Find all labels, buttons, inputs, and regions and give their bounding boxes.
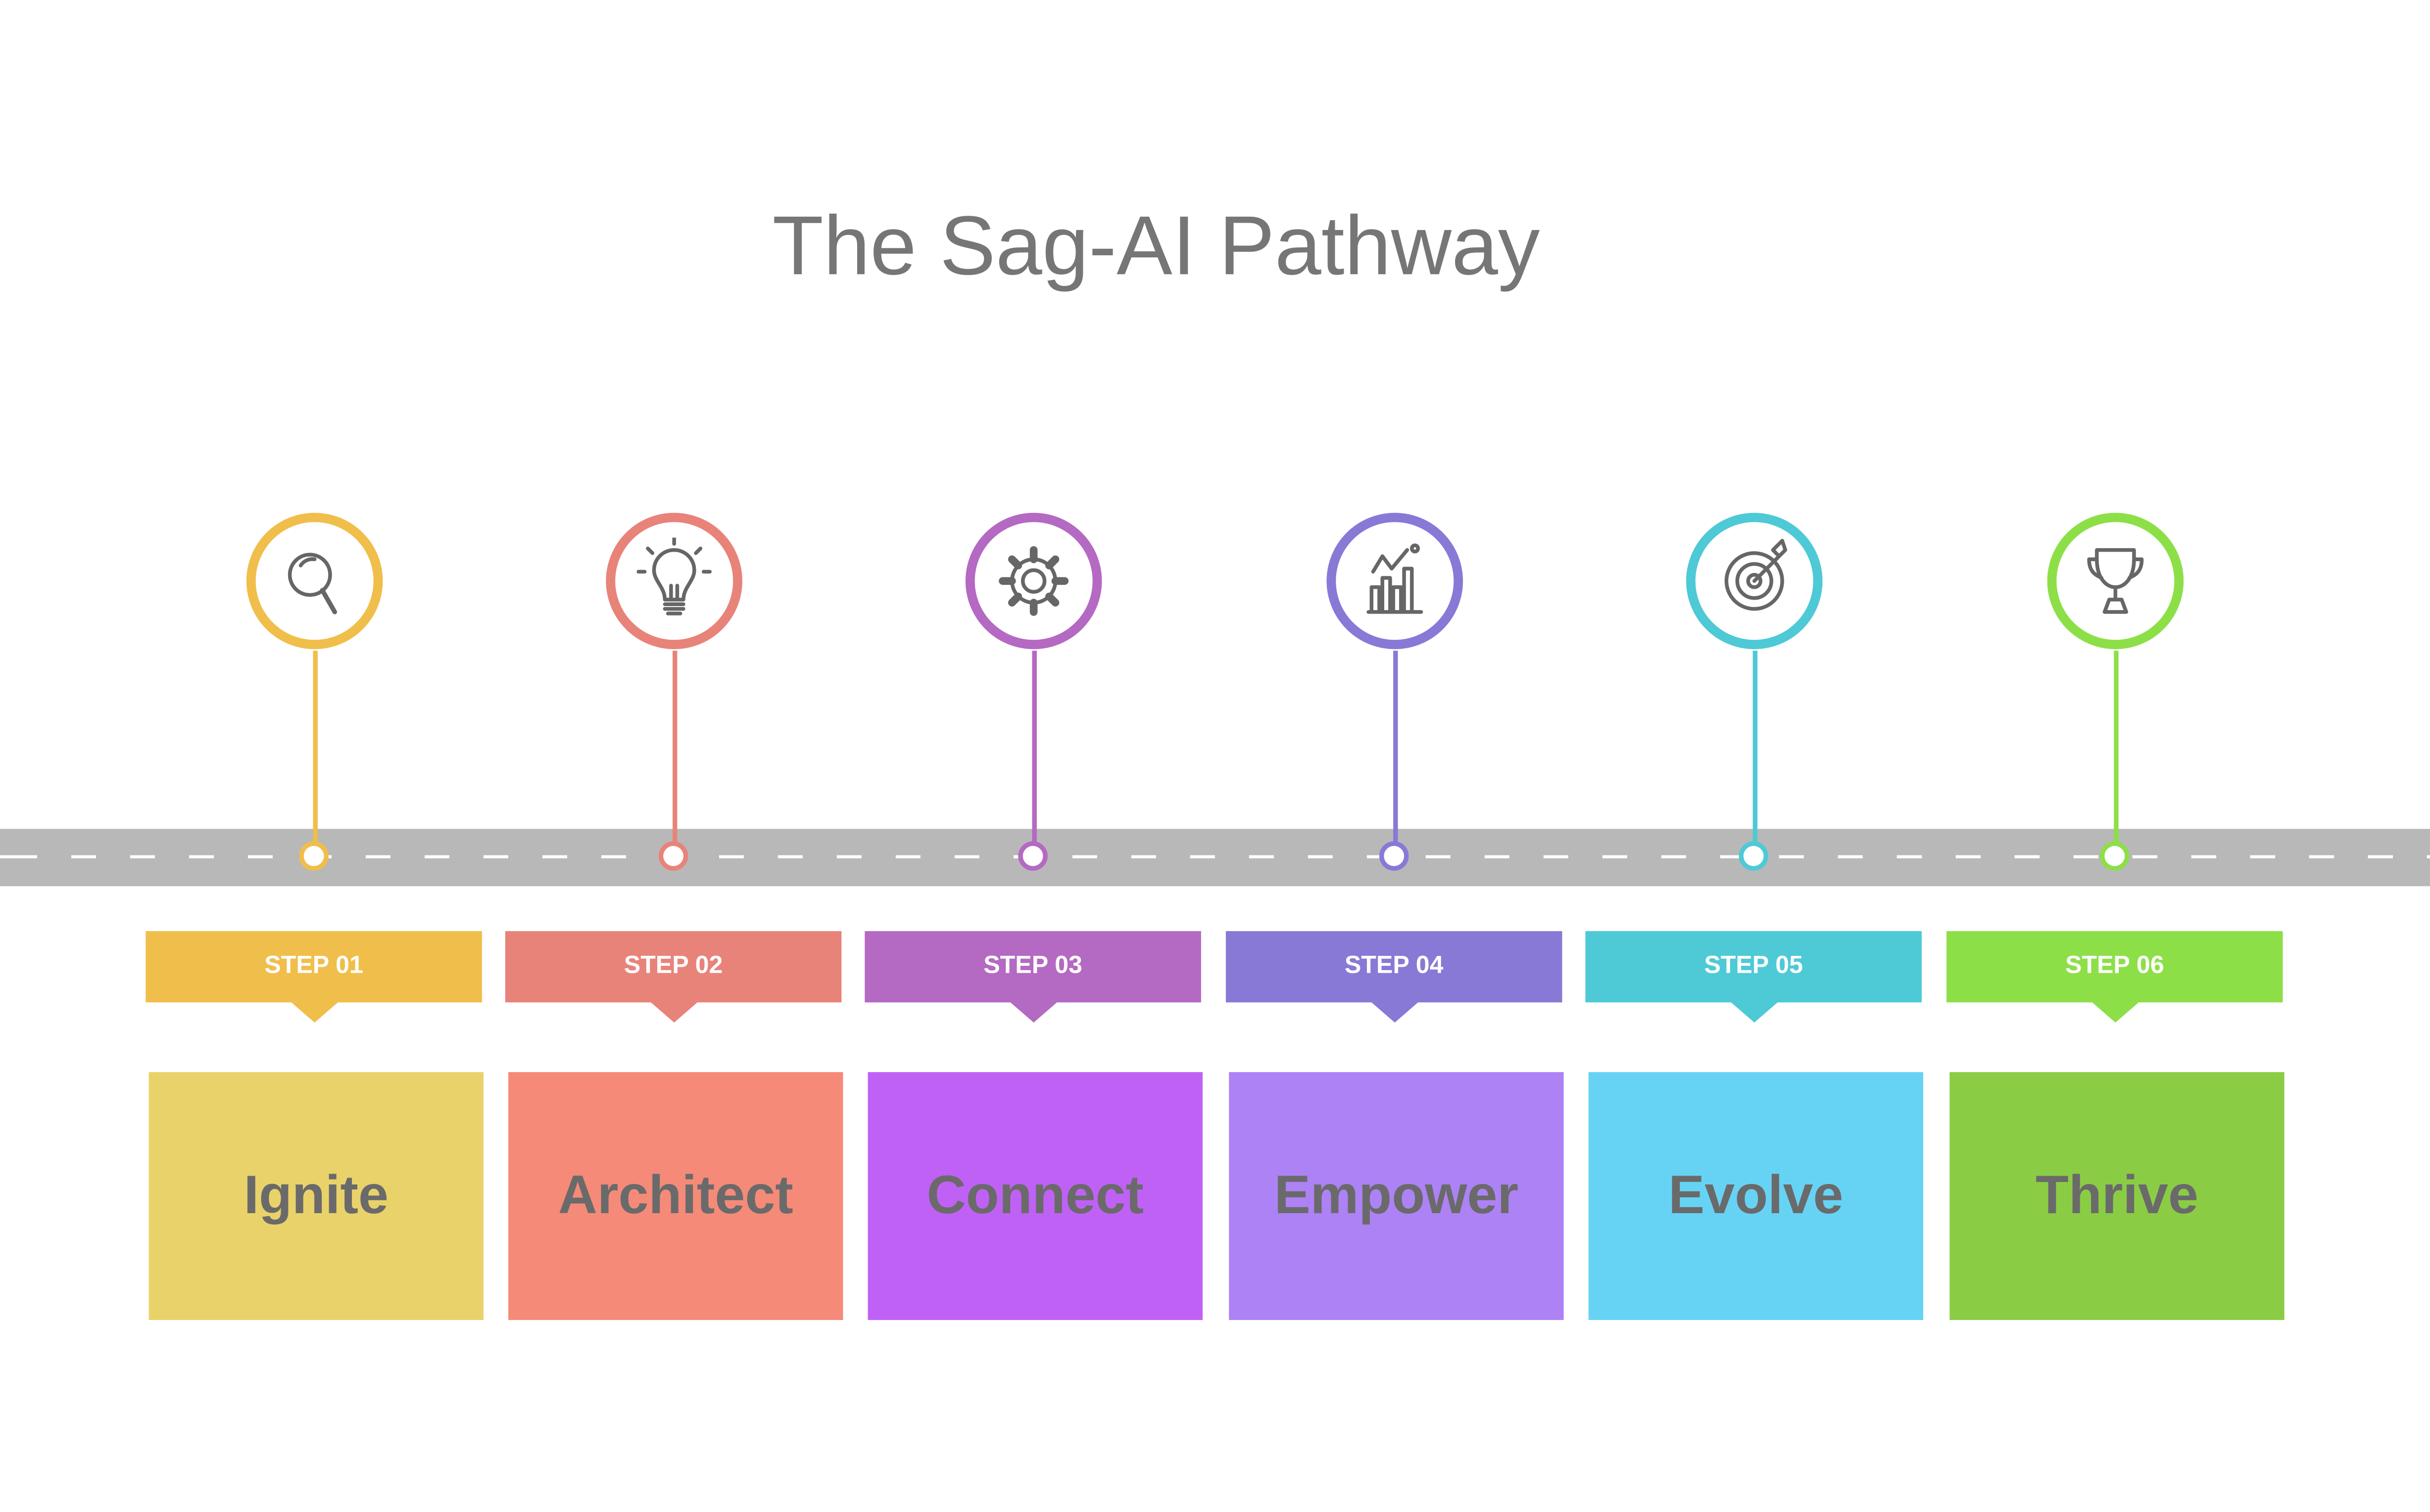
- trophy-icon: [2087, 548, 2144, 614]
- step-label: STEP 05: [1585, 931, 1922, 1023]
- step-card: Ignite: [148, 1072, 484, 1320]
- step-label: STEP 06: [1946, 931, 2283, 1023]
- step-name: Ignite: [243, 1165, 389, 1226]
- connector-line: [312, 651, 317, 845]
- road-dashes: [0, 855, 2430, 858]
- step-card: Evolve: [1588, 1072, 1924, 1320]
- connector-line: [2113, 651, 2118, 845]
- step-card: Empower: [1229, 1072, 1564, 1320]
- timeline-marker: [299, 841, 329, 871]
- step-label: STEP 03: [865, 931, 1201, 1023]
- step-name: Thrive: [2035, 1165, 2198, 1226]
- step-card: Connect: [868, 1072, 1203, 1320]
- connector-line: [672, 651, 677, 845]
- icon-circle: [2047, 513, 2184, 650]
- step-name: Empower: [1274, 1165, 1519, 1226]
- step-name: Evolve: [1668, 1165, 1844, 1226]
- icon-circle: [1326, 513, 1463, 650]
- icon-circle: [246, 513, 383, 650]
- lightbulb-icon: [636, 537, 712, 615]
- connector-line: [1031, 651, 1036, 845]
- step-card: Thrive: [1949, 1072, 2284, 1320]
- step-label: STEP 04: [1225, 931, 1562, 1023]
- step-label: STEP 01: [146, 931, 482, 1023]
- step-card: Architect: [508, 1072, 843, 1320]
- gear-icon: [999, 546, 1069, 616]
- timeline-marker: [1018, 841, 1048, 871]
- growth-chart-icon: [1366, 543, 1423, 614]
- timeline-marker: [1379, 841, 1409, 871]
- step-label: STEP 02: [505, 931, 842, 1023]
- icon-circle: [1686, 513, 1823, 650]
- timeline-marker: [1739, 841, 1768, 871]
- target-icon: [1724, 539, 1788, 611]
- timeline-marker: [2100, 841, 2130, 871]
- timeline-marker: [658, 841, 688, 871]
- icon-circle: [606, 513, 742, 650]
- page-title: The Sag-AI Pathway: [772, 199, 1540, 293]
- magnifier-icon: [288, 553, 338, 614]
- step-name: Architect: [558, 1165, 793, 1226]
- icon-circle: [965, 513, 1102, 650]
- connector-line: [1752, 651, 1757, 845]
- connector-line: [1392, 651, 1397, 845]
- step-name: Connect: [926, 1165, 1144, 1226]
